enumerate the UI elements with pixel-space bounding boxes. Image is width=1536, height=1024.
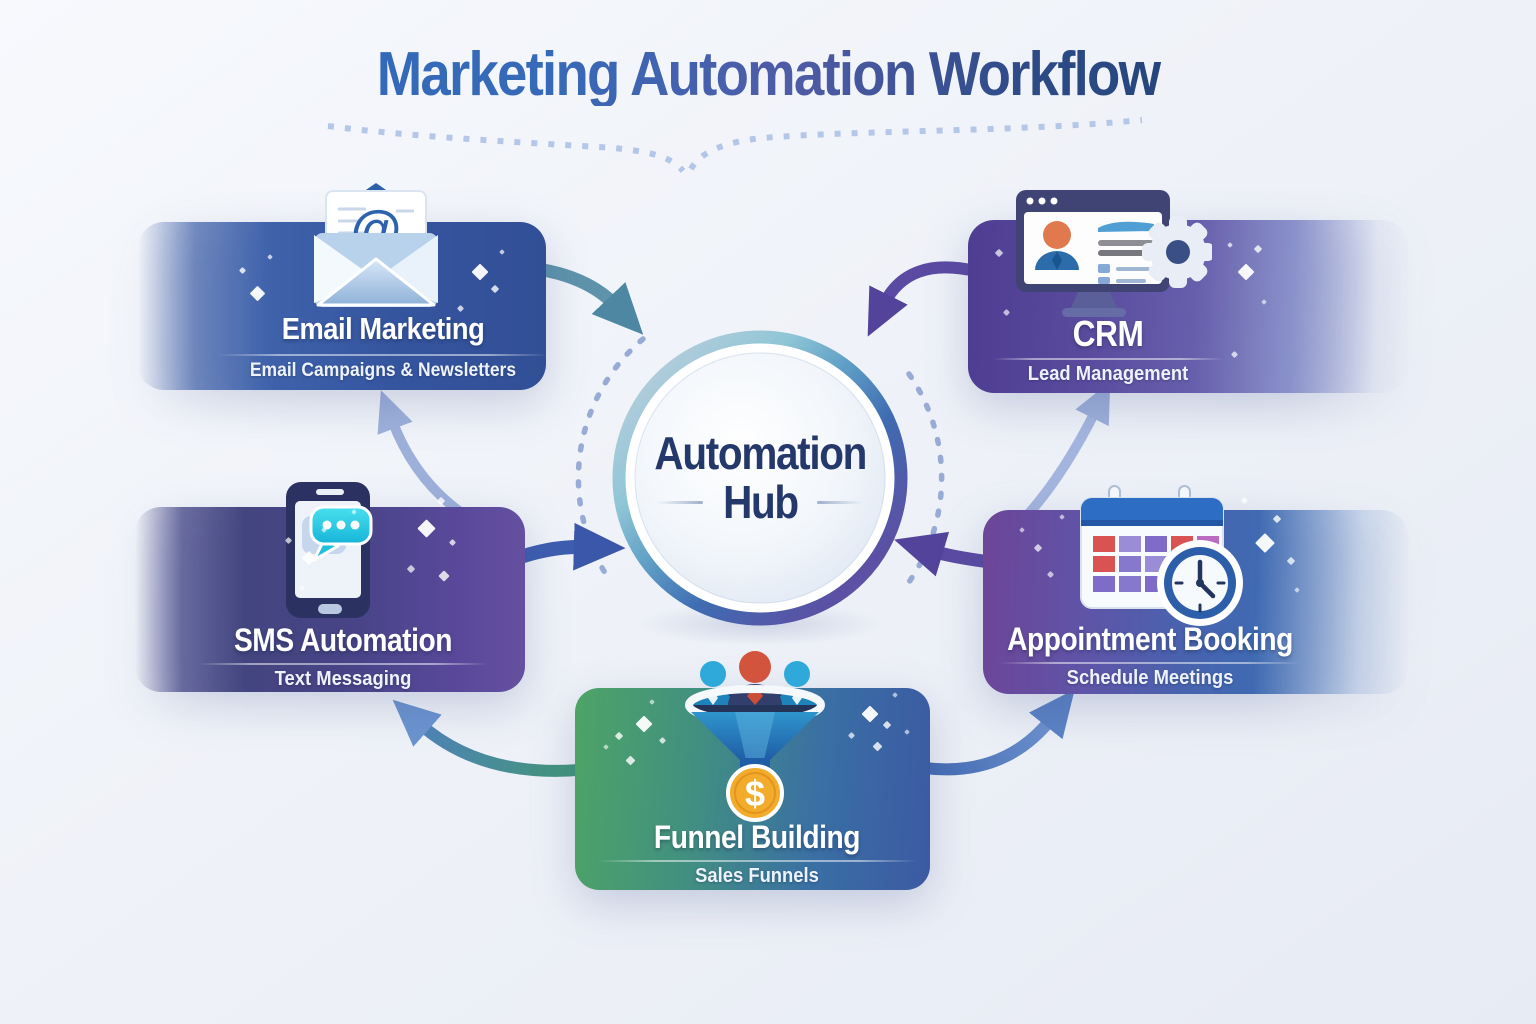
envelope-at-icon: @ bbox=[314, 183, 438, 307]
node-sms-automation: SMS Automation Text Messaging bbox=[135, 482, 525, 692]
node-appointment-booking: Appointment Booking Schedule Meetings bbox=[983, 485, 1408, 694]
phone-chat-bubble-icon bbox=[286, 482, 373, 618]
node-funnel-building: $ Funnel Building Sales Funnels bbox=[575, 651, 930, 890]
funnel-building-subtitle: Sales Funnels bbox=[695, 865, 819, 887]
node-crm: CRM Lead Management bbox=[968, 190, 1408, 393]
arrow-crm-to-hub bbox=[867, 261, 981, 337]
funnel-building-title: Funnel Building bbox=[653, 819, 861, 855]
gear-icon bbox=[1142, 216, 1212, 288]
title-dotted-swirl bbox=[327, 117, 1143, 174]
appointment-booking-title: Appointment Booking bbox=[1007, 621, 1293, 657]
funnel-dollar-icon: $ bbox=[685, 651, 825, 822]
appointment-booking-subtitle: Schedule Meetings bbox=[1066, 667, 1234, 689]
dollar-glyph: $ bbox=[745, 773, 765, 814]
dollar-coin-icon: $ bbox=[726, 764, 784, 822]
hub-label-line1: Automation bbox=[654, 427, 867, 480]
hub-label: Automation Hub bbox=[608, 326, 912, 630]
arrow-appointment-to-hub bbox=[894, 531, 991, 577]
hub-label-line2: Hub bbox=[722, 476, 799, 528]
sms-automation-subtitle: Text Messaging bbox=[274, 668, 412, 690]
appointment-booking-separator bbox=[1000, 662, 1300, 664]
page-title: Marketing Automation Workflow bbox=[92, 44, 1444, 106]
crm-subtitle: Lead Management bbox=[1027, 363, 1189, 385]
crm-title: CRM bbox=[1072, 313, 1144, 354]
clock-icon bbox=[1157, 540, 1243, 626]
calendar-clock-icon bbox=[1080, 485, 1243, 626]
email-marketing-separator bbox=[218, 354, 548, 356]
crm-separator bbox=[993, 358, 1223, 360]
sparkle-icon bbox=[436, 496, 446, 506]
hub-dash-left bbox=[656, 500, 703, 504]
crm-monitor-gear-icon bbox=[1016, 190, 1212, 317]
node-email-marketing: @ Email Marketing Email Campaigns & News… bbox=[138, 183, 548, 390]
sms-automation-separator bbox=[198, 663, 488, 665]
funnel-building-separator bbox=[597, 860, 917, 862]
email-marketing-subtitle: Email Campaigns & Newsletters bbox=[249, 360, 517, 381]
email-marketing-title: Email Marketing bbox=[281, 311, 485, 346]
automation-hub: Automation Hub bbox=[608, 326, 912, 630]
hub-dash-right bbox=[817, 500, 864, 504]
sms-automation-title: SMS Automation bbox=[233, 622, 453, 658]
